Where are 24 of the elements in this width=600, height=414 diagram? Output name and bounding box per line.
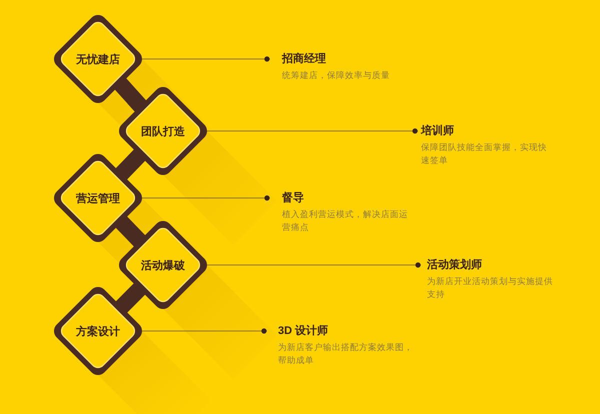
leader-line [142,56,270,62]
role-title: 招商经理 [282,52,326,66]
connector-bar [114,148,148,182]
connector-bar [112,76,148,114]
role-title: 3D 设计师 [278,324,328,338]
role-description: 植入盈利营运模式，解决店面运营痛点 [282,208,409,234]
step-diamond: 无忧建店 [53,14,143,104]
leader-line [142,328,268,334]
step-diamond: 方案设计 [53,286,143,376]
role-description: 保障团队技能全面掌握，实现快速签单 [421,141,548,167]
role-description: 为新店客户输出搭配方案效果图，帮助成单 [278,341,414,367]
leader-line [206,262,422,268]
role-title: 培训师 [421,124,454,138]
role-description: 统筹建店，保障效率与质量 [282,69,390,82]
connector-bar [114,282,147,314]
leader-line [206,128,418,134]
role-description: 为新店开业活动策划与实施提供支持 [427,275,554,301]
step-diamond: 营运管理 [53,153,143,243]
connector-bar [114,214,148,248]
step-diamond: 活动爆破 [118,220,208,310]
role-title: 活动策划师 [427,258,482,272]
role-title: 督导 [282,191,304,205]
step-diamond: 团队打造 [118,86,208,176]
leader-line [142,195,270,201]
